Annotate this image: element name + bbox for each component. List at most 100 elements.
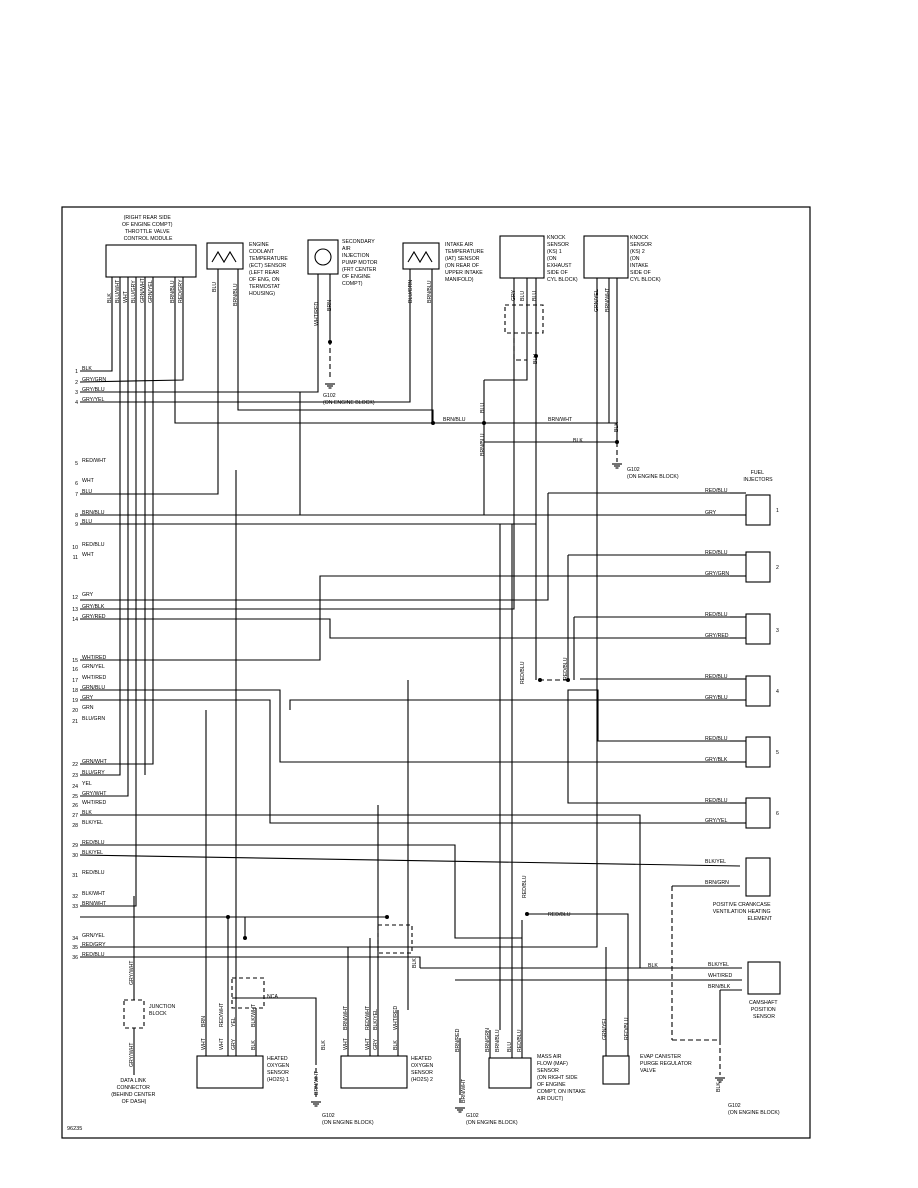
injector-wire-label: GRY/GRN (705, 571, 729, 577)
iat-box (402, 242, 440, 270)
ecm-pin-number: 10 (72, 545, 78, 551)
ect-brn-blu (237, 269, 434, 423)
tcm-label: (RIGHT REAR SIDE OF ENGINE COMPT) THROTT… (122, 215, 174, 242)
ecm-pin-wire-label: RED/BLU (82, 952, 105, 958)
air-pump-label: SECONDARY AIR INJECTION PUMP MOTOR (FRT … (342, 239, 379, 287)
ecm-pin-wire-label: GRY/BLK (82, 604, 105, 610)
bus-label: BRN/BLU (480, 433, 486, 456)
injector-2-box (745, 551, 771, 583)
figure-id: 96235 (67, 1126, 82, 1132)
ecm-pin-wire-label: GRN/WHT (82, 759, 108, 765)
injector-wire-label: RED/BLU (705, 550, 728, 556)
wire-color-label: BLU (532, 291, 538, 301)
wire-color-label: GRY/WHT (129, 1042, 135, 1067)
ecm-pin-wire-label: RED/WHT (82, 458, 107, 464)
wire-color-label: GRY (511, 289, 517, 301)
injector-number-1: 1 (776, 508, 779, 514)
pcv-blk-yel (79, 854, 741, 867)
bus-wire (484, 278, 528, 381)
wire-color-label: RED/BLU (520, 661, 526, 684)
ecm-pin-number: 22 (72, 762, 78, 768)
ecm-pin-number: 20 (72, 708, 78, 714)
maf-label: MASS AIR FLOW (MAF) SENSOR (ON RIGHT SID… (537, 1054, 587, 1102)
ho2s1-wire-label: BLK/WHT (251, 1003, 257, 1027)
evap-label: EVAP CANISTER PURGE REGULATOR VALVE (640, 1054, 693, 1074)
ground-g102-maf: G102 (ON ENGINE BLOCK) (466, 1113, 518, 1126)
ecm-pin-number: 33 (72, 904, 78, 910)
injector-number-3: 3 (776, 628, 779, 634)
ho2s2-pin-label: WHT (365, 1037, 371, 1050)
ecm-pin-number: 1 (75, 369, 78, 375)
injector-wire-label: GRY/BLK (705, 757, 728, 763)
tcm-wire-label: GRN/YEL (148, 280, 154, 303)
splice-dot (538, 678, 542, 682)
ho2s2-pin-label: BLK (393, 1040, 399, 1050)
ecm-pin-number: 28 (72, 823, 78, 829)
tcm-wire-label: GRN/WHT (140, 277, 146, 303)
fuel-injectors-label: FUEL INJECTORS (743, 470, 773, 483)
ecm-pin-wire-label: RED/BLU (82, 542, 105, 548)
inj-sig-6 (80, 699, 742, 824)
cmp-wire-label: BLK/YEL (708, 962, 729, 968)
ecm-pin-number: 27 (72, 813, 78, 819)
ho2s1-pin-label: GRY (231, 1038, 237, 1050)
ecm-pin-wire-label: BLK/YEL (82, 850, 103, 856)
splice-dot (534, 354, 538, 358)
maf-wire-label: RED/BLU (517, 1029, 523, 1052)
pcv-label: POSITIVE CRANKCASE VENTILATION HEATING E… (713, 902, 773, 922)
ho2s2-pin-label: GRY (373, 1038, 379, 1050)
ho2s2-wire-label: RED/WHT (365, 1005, 371, 1030)
ecm-pin-number: 32 (72, 894, 78, 900)
cmp-label: CAMSHAFT POSITION SENSOR (749, 1000, 779, 1020)
injector-wire-label: RED/BLU (705, 798, 728, 804)
wire-color-label: GRN/YEL (594, 289, 600, 312)
splice-dot (243, 936, 247, 940)
splice-dot (328, 340, 332, 344)
bus-label: BLK (573, 438, 583, 444)
ecm-pin-number: 26 (72, 803, 78, 809)
ecm-pin-wire-label: WHT/RED (82, 675, 106, 681)
ks1-blu (80, 278, 537, 525)
injector-3-box (745, 613, 771, 645)
ks2-label: KNOCK SENSOR (KS) 2 (ON INTAKE SIDE OF C… (630, 235, 661, 283)
inj-sig-2 (80, 575, 742, 661)
ho2s1-pin-label: WHT (201, 1037, 207, 1050)
air-pump-wht-red (80, 274, 319, 393)
bus-label: BRN/BLU (443, 417, 466, 423)
injector-wire-label: GRY/BLU (705, 695, 728, 701)
ect-label: ENGINE COOLANT TEMPERATURE (ECT) SENSOR … (249, 242, 289, 297)
junction-label: JUNCTION BLOCK (149, 1004, 177, 1017)
ecm-pin-wire-label: GRN (82, 705, 94, 711)
cmp-wire-label: WHT/RED (708, 973, 732, 979)
ecm-pin-wire-label: BRN/WHT (82, 901, 107, 907)
ecm-pin-wire-label: BLU/GRN (82, 716, 105, 722)
injector-4-box (745, 675, 771, 707)
ho2s2-pin-label: WHT (343, 1037, 349, 1050)
splice-dot (431, 421, 435, 425)
wire-group (79, 269, 746, 1113)
evap-box (602, 1055, 630, 1085)
pcv-box (745, 857, 771, 897)
ecm-pin-wire-label: BLU/GRY (82, 770, 105, 776)
tcm-wire-label: BLU/GRY (131, 280, 137, 303)
ground-g102-top: G102 (ON ENGINE BLOCK) (323, 393, 375, 406)
tcm-box (105, 244, 197, 278)
wire-color-label: RED/BLU (548, 912, 571, 918)
diagram-frame (61, 206, 811, 1139)
ecm-pin-wire-label: BLK/YEL (82, 820, 103, 826)
maf-wire-label: BRN/GRN (485, 1028, 491, 1052)
ecm-pin-number: 19 (72, 698, 78, 704)
ho2s2-wire-label: BRN/WHT (343, 1005, 349, 1030)
ecm-pin-wire-label: BLK/WHT (82, 891, 106, 897)
ecm-pin-wire-label: WHT/RED (82, 655, 106, 661)
ground-g102-ks: G102 (ON ENGINE BLOCK) (627, 467, 679, 480)
ho2s2-wire-label: BLK/YEL (373, 1009, 379, 1030)
ho2s1-wire-label: RED/WHT (219, 1002, 225, 1027)
ecm-pin-wire-label: YEL (82, 781, 92, 787)
ecm-pin-number: 12 (72, 595, 78, 601)
ecm-pin-number: 11 (73, 555, 78, 561)
ecm-pin-wire-label: BLU (82, 519, 92, 525)
ecm-pin-number: 8 (75, 513, 78, 519)
